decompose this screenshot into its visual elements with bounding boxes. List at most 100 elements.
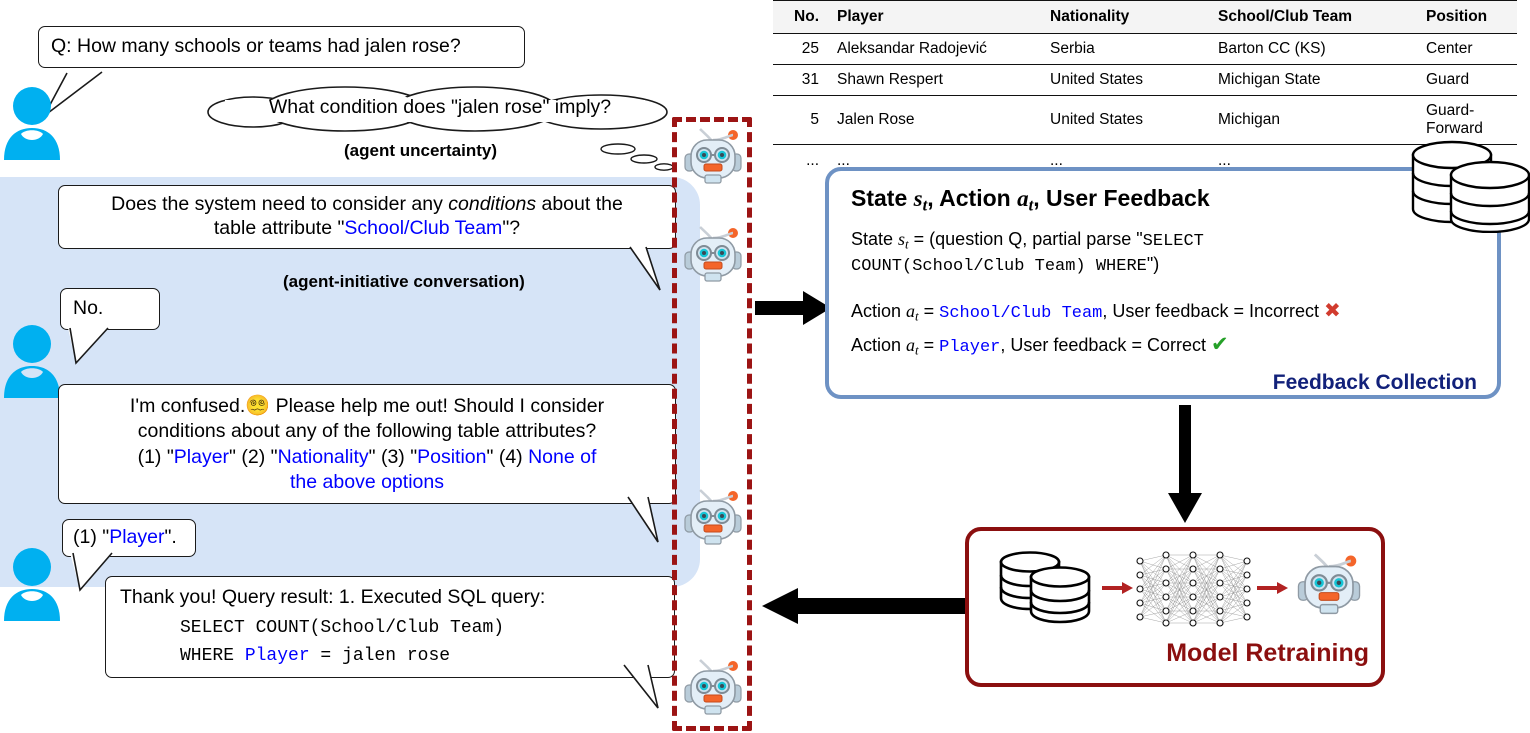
arrow-down-icon — [1162, 405, 1208, 530]
cell-no: 31 — [773, 64, 833, 96]
agent-q1-emphasis: conditions — [448, 193, 537, 215]
cell-no: 5 — [773, 95, 833, 145]
feedback-action-1-value: School/Club Team — [939, 304, 1103, 324]
caption-agent-uncertainty: (agent uncertainty) — [344, 141, 498, 160]
cell-school: Michigan — [1214, 95, 1422, 145]
user-answer-no-tail — [64, 327, 124, 372]
agent-question-2-bubble: I'm confused.😵‍💫 Please help me out! Sho… — [58, 384, 676, 505]
retraining-robot-icon — [1292, 549, 1366, 621]
dizzy-face-emoji: 😵‍💫 — [245, 395, 271, 417]
cell-position: Center — [1422, 33, 1517, 65]
agent-q2-opt2-num: " (2) " — [229, 445, 278, 468]
agent-q2-opt1-num: (1) " — [137, 445, 174, 468]
cell-nationality: ... — [1050, 152, 1063, 169]
feedback-collection-label: Feedback Collection — [1272, 370, 1477, 394]
cell-position: Guard — [1422, 64, 1517, 96]
arrow-left-icon — [758, 585, 978, 632]
robot-agent-icon-4 — [680, 655, 746, 721]
feedback-action-2-value: Player — [939, 337, 1001, 357]
user-answer-choice-tail — [66, 552, 126, 599]
robot-agent-icon-2 — [680, 222, 746, 288]
retraining-arrow-1-icon — [1102, 581, 1134, 600]
player-table: No. Player Nationality School/Club Team … — [773, 0, 1517, 176]
cell-school: Barton CC (KS) — [1214, 33, 1422, 65]
table-row: 31 Shawn Respert United States Michigan … — [773, 64, 1517, 96]
cell-nationality: United States — [1046, 95, 1214, 145]
table-header-position: Position — [1422, 0, 1517, 34]
cell-position: Guard-Forward — [1422, 95, 1517, 145]
feedback-title: State st, Action at, User Feedback — [851, 185, 1210, 215]
table-row: 25 Aleksandar Radojević Serbia Barton CC… — [773, 33, 1517, 65]
agent-q2-option-player: Player — [173, 445, 230, 468]
user-choice-value: Player — [109, 526, 165, 548]
table-row: 5 Jalen Rose United States Michigan Guar… — [773, 95, 1517, 145]
agent-final-answer-tail — [600, 664, 664, 717]
incorrect-cross-icon: ✖ — [1324, 300, 1341, 323]
avatar-user-1 — [3, 84, 61, 160]
retraining-database-icon — [993, 548, 1095, 631]
cell-player: Jalen Rose — [833, 95, 1046, 145]
feedback-action-2: Action at = Player, User feedback = Corr… — [851, 332, 1229, 358]
table-header-row: No. Player Nationality School/Club Team … — [773, 0, 1517, 34]
cell-no: 25 — [773, 33, 833, 65]
feedback-state-sql-1: SELECT — [1142, 231, 1204, 251]
final-sql-line-1: SELECT COUNT(School/Club Team) — [180, 617, 505, 638]
user-choice-prefix: (1) " — [73, 526, 110, 548]
correct-check-icon: ✔ — [1210, 332, 1229, 356]
feedback-collection-box: State st, Action at, User Feedback State… — [825, 167, 1501, 399]
avatar-user-3 — [3, 545, 61, 621]
agent-q1-text-c: table attribute " — [213, 216, 345, 239]
agent-q2-option-position: Position — [417, 445, 487, 468]
agent-question-1-bubble-tail — [604, 246, 664, 299]
model-retraining-label: Model Retraining — [1166, 639, 1369, 667]
agent-q2-text-c: conditions about any of the following ta… — [137, 420, 597, 443]
cell-player: ... — [837, 152, 850, 169]
agent-q2-option-nationality: Nationality — [277, 445, 369, 468]
agent-question-1-bubble: Does the system need to consider any con… — [58, 185, 676, 249]
agent-q2-opt3-num: " (3) " — [368, 445, 418, 468]
neural-network-icon — [1134, 549, 1254, 634]
agent-q2-opt4-num: " (4) — [486, 445, 529, 468]
caption-agent-initiative: (agent-initiative conversation) — [283, 272, 525, 291]
user-question-text: Q: How many schools or teams had jalen r… — [51, 35, 461, 57]
final-sql-attribute: Player — [244, 645, 310, 666]
pipeline-panel: No. Player Nationality School/Club Team … — [765, 0, 1530, 733]
agent-q2-option-none-a: None of — [528, 445, 597, 468]
agent-q2-text-a: I'm confused. — [129, 395, 246, 417]
feedback-state-sql-2: COUNT(School/Club Team) WHERE — [851, 257, 1147, 277]
cell-school: ... — [1218, 152, 1231, 169]
robot-agent-icon-3 — [680, 485, 746, 551]
user-choice-suffix: ". — [164, 526, 177, 548]
table-header-school: School/Club Team — [1214, 0, 1422, 34]
robot-agent-icon-1 — [680, 124, 746, 190]
model-retraining-box: Model Retraining — [965, 527, 1385, 687]
agent-q2-text-b: Please help me out! Should I consider — [270, 395, 605, 417]
cell-school: Michigan State — [1214, 64, 1422, 96]
agent-q1-text-a: Does the system need to consider any — [111, 193, 449, 215]
cell-player: Shawn Respert — [833, 64, 1046, 96]
cell-no: ... — [806, 152, 819, 169]
final-sql-where: WHERE — [180, 645, 245, 666]
user-answer-no-bubble: No. — [60, 288, 160, 330]
arrow-right-icon — [755, 285, 835, 336]
agent-q1-text-d: "? — [502, 216, 521, 239]
cell-player: Aleksandar Radojević — [833, 33, 1046, 65]
avatar-user-2 — [3, 322, 61, 398]
retraining-arrow-2-icon — [1257, 581, 1289, 600]
user-question-bubble: Q: How many schools or teams had jalen r… — [38, 26, 525, 68]
database-cylinder-icon — [1400, 133, 1530, 238]
thought-trail-bubbles — [600, 142, 675, 177]
agent-q1-text-b: about the — [536, 193, 623, 215]
conversation-panel: Q: How many schools or teams had jalen r… — [0, 26, 752, 731]
cell-nationality: United States — [1046, 64, 1214, 96]
feedback-state-line: State st = (question Q, partial parse "S… — [851, 228, 1204, 252]
agent-highlight-box — [672, 117, 752, 731]
feedback-action-1: Action at = School/Club Team, User feedb… — [851, 300, 1341, 324]
table-header-player: Player — [833, 0, 1046, 34]
agent-final-answer-bubble: Thank you! Query result: 1. Executed SQL… — [105, 576, 675, 678]
agent-thought-text: What condition does "jalen rose" imply? — [268, 96, 612, 118]
feedback-state-line-2: COUNT(School/Club Team) WHERE") — [851, 254, 1160, 277]
user-answer-choice-bubble: (1) "Player". — [62, 519, 196, 557]
agent-thought-cloud — [205, 86, 675, 138]
agent-q2-option-none-b: the above options — [290, 471, 444, 494]
